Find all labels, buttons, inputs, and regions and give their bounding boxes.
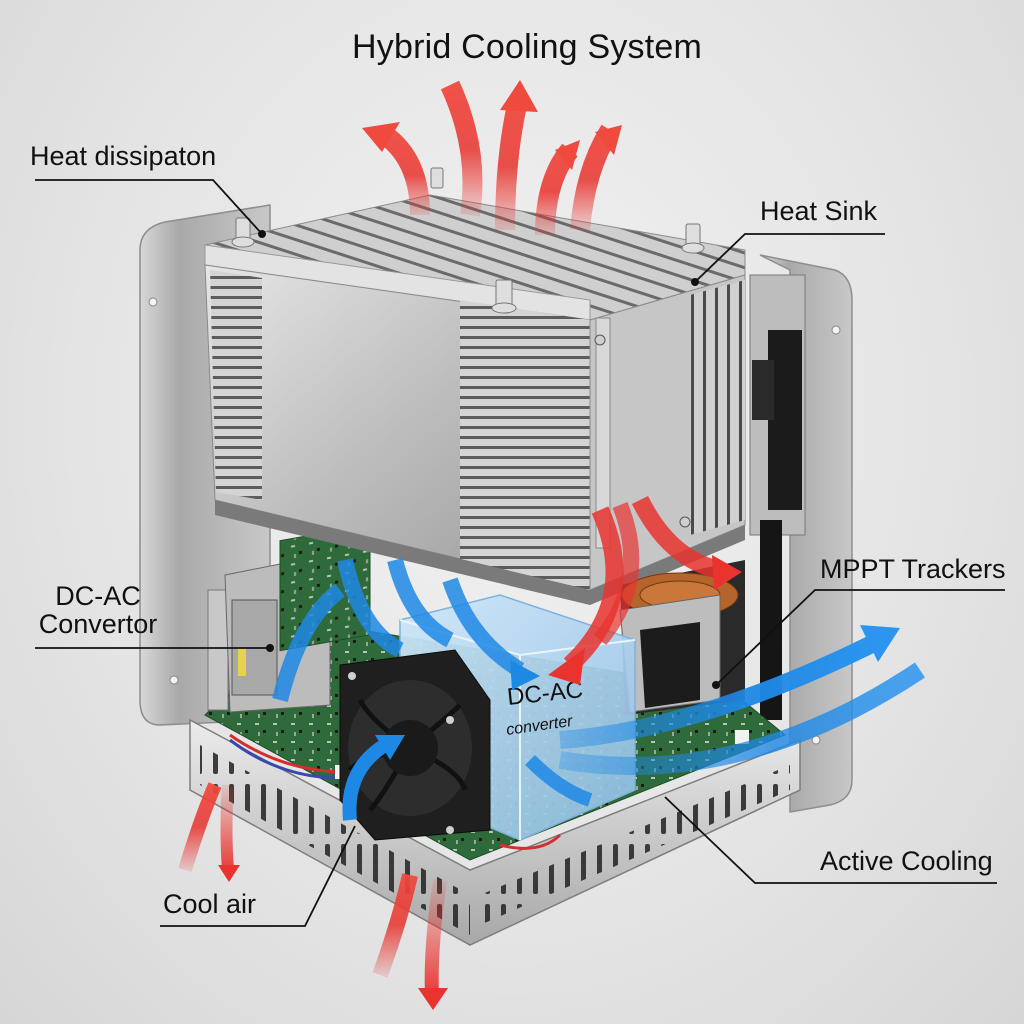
heat-sink: [204, 167, 746, 605]
mppt-tracker: [619, 560, 745, 715]
label-cool-air: Cool air: [163, 889, 257, 919]
label-dc-ac-convertor: DC-AC Convertor: [38, 582, 158, 639]
label-mppt-trackers: MPPT Trackers: [820, 554, 1006, 584]
diagram-title: Hybrid Cooling System: [352, 28, 702, 66]
label-active-cooling: Active Cooling: [820, 846, 993, 876]
label-dc-ac-line2: Convertor: [38, 609, 158, 640]
bottom-intake-arrows: [178, 782, 448, 1010]
leader-heat-dissipation: [35, 179, 263, 235]
hot-exhaust-arrows: [362, 80, 622, 236]
label-heat-dissipation: Heat dissipaton: [30, 141, 217, 171]
cool-air-arrows: [272, 557, 925, 821]
label-dc-ac-line1: DC-AC: [55, 581, 141, 611]
leader-lines: [35, 179, 1005, 927]
dc-ac-convertor-block: [207, 524, 371, 713]
leader-heat-sink: [694, 233, 885, 283]
internal-hot-arrows: [548, 495, 742, 685]
label-heat-sink: Heat Sink: [760, 196, 878, 226]
leader-mppt-trackers: [715, 589, 1005, 686]
fan: [339, 649, 491, 841]
leader-active-cooling: [664, 796, 997, 884]
leader-cool-air: [160, 825, 356, 927]
